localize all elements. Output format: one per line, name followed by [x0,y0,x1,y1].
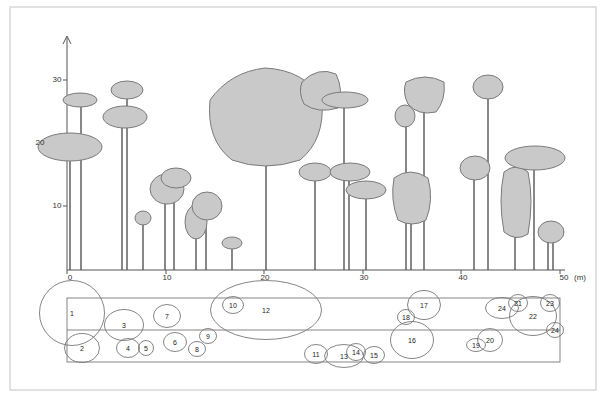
axis-value: 50 [560,274,569,282]
callout-number: 16 [408,337,416,344]
callout-number: 5 [144,345,148,352]
callout-number: 2 [80,345,84,352]
callout-number: 8 [195,346,199,353]
crown-circle: 12 10 [210,280,322,340]
callout-number: 4 [126,345,130,352]
axis-value: 0 [68,274,72,282]
callout-number: 15 [370,352,378,359]
axis-value: 20 [261,274,270,282]
projection-band [67,298,560,362]
crown-circle: 3 [104,309,144,341]
callout-number: 3 [122,322,126,329]
axis-value: (m) [574,274,586,282]
callout-number: 23 [546,300,554,307]
callout-number: 10 [229,302,237,309]
callout-number: 11 [312,351,319,358]
axis-value: 30 [53,76,62,84]
crown-circle: 24 [485,297,519,319]
callout-number: 20 [486,337,494,344]
tree-crowns [38,68,565,249]
callout-number: 12 [262,307,270,314]
callout-number: 6 [173,339,177,346]
axes [63,36,565,274]
crown-circle: 24 [546,322,564,338]
crown-circle: 18 [397,309,415,325]
crown-circle: 14 [346,343,366,361]
callout-number: 7 [165,313,169,320]
callout-number: 22 [529,313,537,320]
crown-circle: 10 [222,296,244,314]
callout-number: 13 [340,353,348,360]
frame [10,7,596,390]
axis-value: 10 [53,202,62,210]
axis-value: 20 [36,139,45,147]
crown-circle: 4 [116,338,140,358]
crown-circle: 8 [188,341,206,357]
crown-circle: 15 [363,346,385,364]
callout-number: 19 [472,342,480,349]
callout-number: 24 [551,327,559,334]
crown-circle: 16 [390,321,434,359]
crown-circle: 13 [324,344,364,368]
crown-circle: 20 [477,328,503,352]
callout-number: 21 [514,300,522,307]
callout-number: 9 [206,333,210,340]
callout-number: 1 [70,310,74,317]
crown-circle: 6 [163,332,187,352]
callout-number: 14 [352,349,360,356]
callout-number: 17 [420,302,428,309]
crown-circle: 7 [153,304,181,328]
crown-circle: 9 [199,328,217,344]
crown-circle: 17 [407,290,441,320]
callout-number: 24 [498,305,506,312]
axis-value: 40 [459,274,468,282]
axis-value: 30 [360,274,369,282]
crown-circle: 23 [540,294,560,312]
callout-number: 18 [402,314,410,321]
crown-circle: 5 [138,340,154,356]
axis-value: 10 [163,274,172,282]
crown-circle: 2 [64,333,100,363]
